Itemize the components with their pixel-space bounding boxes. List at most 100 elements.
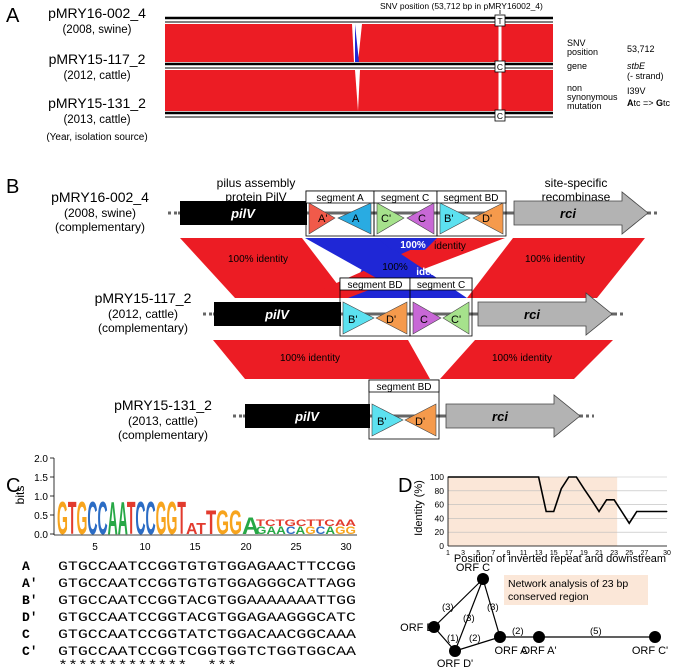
b-plasmid-3-name: pMRY15-131_2	[114, 397, 212, 413]
seq-c: GTGCCAATCCGGTATCTGGACAACGGCAAA	[58, 627, 356, 642]
identity-point-11	[523, 476, 525, 478]
identity-point-18	[575, 476, 577, 478]
seg-d1-label-2: D'	[386, 314, 396, 326]
pilus-label-1: pilus assembly	[217, 176, 296, 190]
edge-label-c-b1: (3)	[442, 602, 454, 613]
logo-variable-mid: AT	[186, 521, 206, 538]
seq-label-c1: C'	[22, 644, 38, 659]
edge-c-d1	[454, 578, 484, 652]
info-snv-label-1: SNV	[567, 38, 586, 48]
seg-d1-label-3: D'	[415, 416, 425, 428]
node-label-orf-a1: ORF A'	[521, 645, 556, 657]
segment-a-label: segment A	[316, 193, 364, 204]
pilus-label-2: protein PilV	[225, 190, 286, 204]
snv-marker-1	[494, 14, 506, 27]
xtick-15: 15	[550, 550, 558, 557]
identity-point-3	[462, 476, 464, 478]
identity-point-4	[470, 476, 472, 478]
info-mut-label-2: synonymous	[567, 92, 618, 102]
segment-bd-label-2: segment BD	[347, 280, 402, 291]
seg-c-label-2: C	[420, 314, 428, 326]
b-identity-word-1: identity	[434, 241, 466, 252]
identity-point-21	[598, 511, 600, 512]
bits-axis-label: bits	[13, 486, 27, 505]
identity-point-29	[658, 511, 660, 512]
b-plasmid-1-name: pMRY16-002_4	[51, 189, 149, 205]
b-plasmid-3-meta: (2013, cattle)	[128, 414, 198, 428]
seg-c-arrow-1	[406, 202, 435, 235]
panel-d: D Identity (%) Position of inverted repe…	[398, 472, 671, 669]
seg-d1-label-1: D'	[482, 213, 492, 225]
identity-point-23	[613, 499, 615, 501]
node-label-orf-b1: ORF B'	[400, 622, 436, 634]
seg-d1-arrow-1	[472, 202, 504, 235]
logo-y-ticks: 2.0 1.5 1.0 0.5 0.0	[34, 454, 54, 541]
seg-b1-arrow-2	[342, 301, 375, 335]
b-pct-red: 100%	[382, 262, 408, 273]
identity-point-10	[515, 476, 517, 478]
panel-c: C bits 2.0 1.5 1.0 0.5 0.0 GTGCCAATCCGGT…	[6, 454, 357, 669]
network-nodes	[428, 573, 661, 657]
seq-a: GTGCCAATCCGGTGTGTGGAGAACTTCCGG	[58, 559, 356, 574]
node-label-orf-c1: ORF C'	[632, 645, 668, 657]
node-orf-c1	[649, 631, 661, 643]
xtick-3: 3	[461, 550, 465, 557]
seq-d1: GTGCCAATCCGGTACGTGGAGAAGGGCATC	[58, 610, 356, 625]
network-node-labels: ORF C ORF B' ORF D' ORF A ORF A' ORF C'	[400, 562, 668, 669]
b-identity-label-1: 100% identity	[228, 254, 288, 265]
identity-point-26	[636, 511, 638, 512]
xtick-17: 17	[565, 550, 573, 557]
edge-d1-a	[454, 636, 501, 652]
xtick-11: 11	[520, 550, 527, 557]
seq-label-a1: A'	[22, 576, 38, 591]
seg-c-label-1: C	[418, 213, 426, 225]
svg-text:5: 5	[92, 542, 98, 553]
info-mut-label-3: mutation	[567, 101, 602, 111]
snv-title: SNV position (53,712 bp in pMRY16002_4)	[380, 1, 543, 11]
ytick-40: 40	[435, 513, 445, 523]
logo-ytick-05: 0.5	[34, 511, 48, 522]
seg-c1-label-2: C'	[451, 314, 461, 326]
xtick-25: 25	[625, 550, 633, 557]
node-orf-b1	[428, 621, 440, 633]
b-identity-label-4: 100% identity	[492, 353, 552, 364]
snv-base-2: C	[497, 62, 503, 72]
node-label-orf-a: ORF A	[494, 645, 528, 657]
svg-text:25: 25	[290, 542, 302, 553]
identity-point-24	[621, 511, 623, 512]
gene-pilv-1-label: pilV	[230, 206, 256, 221]
recomb-label-2: recombinase	[542, 190, 611, 204]
seq-label-c: C	[22, 627, 30, 642]
identity-point-6	[485, 476, 487, 478]
snv-base-3: C	[497, 111, 503, 121]
logo-conserved-letters: GTGCCAATCCGGT	[57, 492, 186, 544]
a-inversion-mark	[355, 24, 359, 62]
info-mut-value: I39V	[627, 86, 646, 96]
gene-rci-1-label: rci	[560, 206, 576, 221]
svg-text:10: 10	[139, 542, 151, 553]
a-footnote: (Year, isolation source)	[46, 132, 147, 143]
ytick-20: 20	[435, 527, 445, 537]
identity-point-30	[666, 511, 668, 512]
node-orf-d1	[449, 645, 461, 657]
seg-b1-arrow-1	[439, 202, 471, 235]
b-plasmid-2-meta: (2012, cattle)	[108, 307, 178, 321]
info-gene-value: stbE	[627, 61, 646, 71]
logo-a: A	[242, 513, 259, 540]
network-title-box	[504, 575, 648, 605]
gene-rci-3	[445, 394, 581, 438]
edge-label-a-a1: (2)	[512, 626, 524, 637]
identity-point-12	[530, 476, 532, 478]
b-pct-blue: 100%	[400, 240, 426, 251]
identity-point-14	[545, 511, 547, 512]
edge-label-c-a: (3)	[487, 602, 499, 613]
edge-c-a	[482, 578, 501, 638]
svg-text:15: 15	[189, 542, 201, 553]
logo-x-ticks: 5 10 15 20 25 30	[92, 542, 352, 553]
b-plasmid-2-name: pMRY15-117_2	[95, 290, 192, 306]
gene-pilv-2	[214, 302, 341, 326]
seg-c1-arrow-2	[442, 301, 470, 335]
seg-a-arrow-1	[337, 202, 372, 235]
